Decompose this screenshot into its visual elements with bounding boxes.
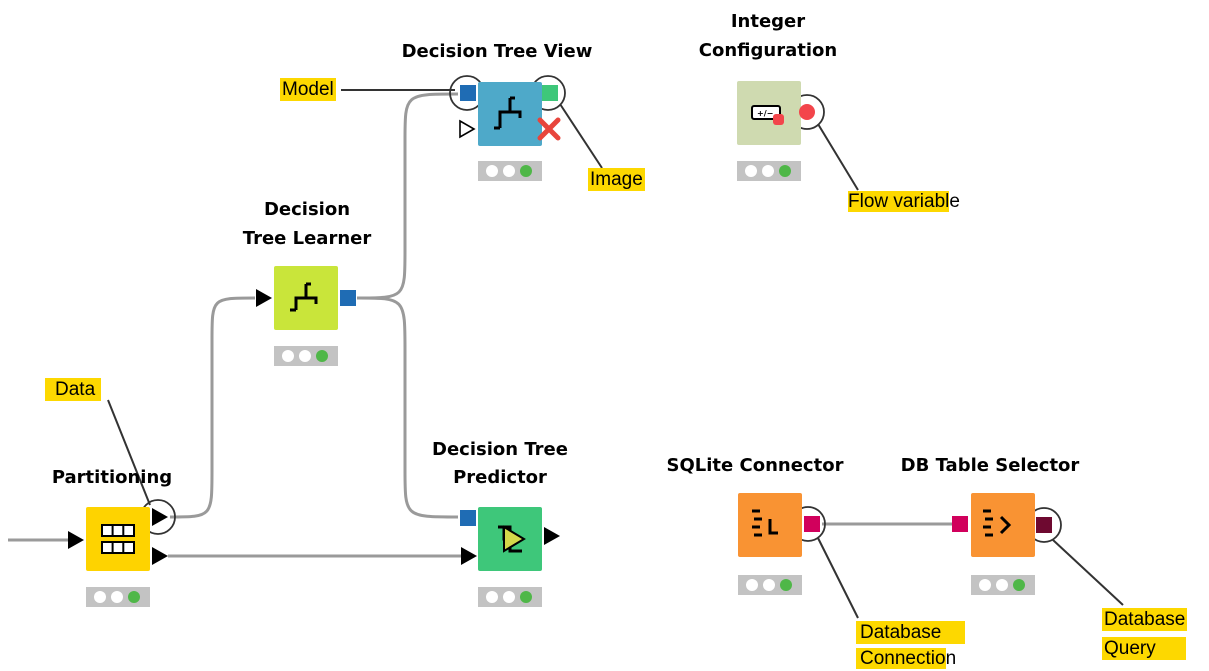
db-selector-status — [971, 575, 1035, 595]
flow-variable-annotation-highlight: Flow variabl — [848, 191, 950, 212]
predictor-model-input-port[interactable] — [460, 510, 476, 526]
view-optional-input-port[interactable] — [459, 119, 476, 139]
status-lamp-green — [780, 579, 792, 591]
status-lamp-red — [486, 165, 498, 177]
flow-variable-output-port[interactable] — [798, 103, 816, 121]
predictor-input-port[interactable] — [461, 547, 477, 565]
partitioning-input-port[interactable] — [68, 531, 84, 549]
status-lamp-green — [520, 591, 532, 603]
status-lamp-yellow — [996, 579, 1008, 591]
sqlite-db-output-port[interactable] — [804, 516, 820, 532]
view-status — [478, 161, 542, 181]
status-lamp-green — [1013, 579, 1025, 591]
integer-config-title-line2: Configuration — [698, 40, 838, 61]
image-annotation: Image — [588, 168, 645, 191]
predictor-icon — [498, 525, 526, 553]
predictor-status — [478, 587, 542, 607]
partitioning-title: Partitioning — [51, 467, 173, 488]
dbconn-leader-line — [817, 537, 859, 619]
integer-config-node[interactable]: +/− — [737, 81, 801, 145]
integer-widget-icon: +/− — [751, 105, 784, 125]
view-node[interactable] — [478, 82, 542, 146]
status-lamp-yellow — [299, 350, 311, 362]
integer-config-title-line1: Integer — [730, 11, 806, 32]
table-split-icon — [101, 524, 135, 554]
status-lamp-yellow — [763, 579, 775, 591]
view-title: Decision Tree View — [401, 41, 593, 62]
model-annotation: Model — [280, 78, 336, 101]
x-icon — [537, 117, 561, 141]
flow-leader-line — [817, 123, 859, 191]
db-select-icon — [983, 509, 1012, 537]
db-selector-node[interactable] — [971, 493, 1035, 557]
db-query-annotation-line1: Database — [1102, 608, 1188, 631]
status-lamp-yellow — [762, 165, 774, 177]
status-lamp-green — [520, 165, 532, 177]
predictor-output-port[interactable] — [544, 527, 560, 545]
data-annotation: Data — [45, 378, 102, 401]
status-lamp-red — [486, 591, 498, 603]
svg-text:+/−: +/− — [757, 109, 773, 118]
status-lamp-yellow — [111, 591, 123, 603]
db-connection-annotation-line1: Database — [856, 621, 966, 644]
status-lamp-red — [282, 350, 294, 362]
flow-variable-annotation: Flow variable — [848, 189, 960, 214]
integer-config-status — [737, 161, 801, 181]
status-lamp-yellow — [503, 591, 515, 603]
learner-status — [274, 346, 338, 366]
db-query-annotation-line2: Query — [1102, 637, 1186, 660]
db-connection-annotation-line2-highlight: Connectio — [856, 648, 946, 669]
learner-title-line1: Decision — [263, 199, 351, 220]
image-leader-line — [559, 103, 603, 169]
sqlite-title: SQLite Connector — [666, 455, 844, 476]
db-selector-query-output-port[interactable] — [1036, 517, 1052, 533]
status-lamp-green — [316, 350, 328, 362]
learner-node[interactable] — [274, 266, 338, 330]
db-selector-title: DB Table Selector — [900, 455, 1080, 476]
sqlite-node[interactable] — [738, 493, 802, 557]
flow-variable-annotation-rest: e — [949, 191, 960, 212]
sqlite-status — [738, 575, 802, 595]
wire-learner-to-view[interactable] — [356, 92, 459, 300]
predictor-node[interactable] — [478, 507, 542, 571]
db-connection-annotation-line2-rest: n — [945, 648, 957, 669]
partitioning-output-port-1[interactable] — [152, 508, 168, 526]
wire-partition-to-learner[interactable] — [169, 296, 256, 519]
tree-icon — [494, 96, 522, 130]
partitioning-node[interactable] — [86, 507, 150, 571]
db-selector-input-port[interactable] — [952, 516, 968, 532]
db-connection-annotation-line2: Connection — [856, 646, 956, 671]
status-lamp-red — [979, 579, 991, 591]
status-lamp-red — [94, 591, 106, 603]
view-image-output-port[interactable] — [542, 85, 558, 101]
status-lamp-red — [745, 165, 757, 177]
learner-title-line2: Tree Learner — [242, 228, 372, 249]
sqlite-icon — [752, 509, 778, 537]
dbquery-leader-line — [1052, 539, 1124, 606]
status-lamp-green — [779, 165, 791, 177]
status-lamp-yellow — [503, 165, 515, 177]
view-model-input-port[interactable] — [460, 85, 476, 101]
wire-learner-to-predictor[interactable] — [356, 296, 459, 519]
partitioning-status — [86, 587, 150, 607]
predictor-title-line1: Decision Tree — [432, 439, 568, 460]
status-lamp-green — [128, 591, 140, 603]
learner-input-port[interactable] — [256, 289, 272, 307]
tree-icon — [290, 282, 318, 312]
learner-model-output-port[interactable] — [340, 290, 356, 306]
data-leader-line — [107, 399, 151, 506]
partitioning-output-port-2[interactable] — [152, 547, 168, 565]
status-lamp-red — [746, 579, 758, 591]
predictor-title-line2: Predictor — [453, 467, 547, 488]
